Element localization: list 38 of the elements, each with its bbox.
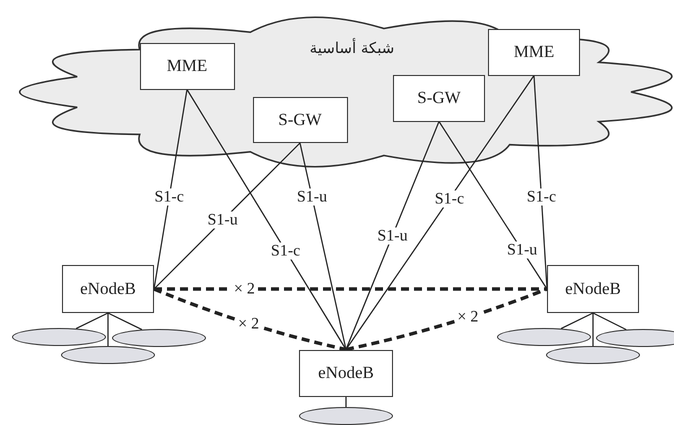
edge-label: S1-c xyxy=(152,188,186,206)
connector-line xyxy=(560,312,594,330)
connector-line xyxy=(592,312,626,330)
interface-line xyxy=(438,121,548,290)
connector-line xyxy=(76,312,108,330)
connector-line xyxy=(108,312,142,330)
cell-ellipse xyxy=(596,329,674,347)
edge-label: S1-u xyxy=(375,227,410,244)
edge-label: S1-u xyxy=(206,212,240,229)
connector-line xyxy=(107,313,109,346)
cell-ellipse xyxy=(497,328,591,346)
network-box: MME xyxy=(140,42,234,90)
network-box: eNodeB xyxy=(62,265,154,313)
edge-label: S1-u xyxy=(505,242,540,259)
interface-line xyxy=(153,89,188,290)
interface-line xyxy=(346,75,534,350)
network-box: S-GW xyxy=(252,97,348,143)
interface-line xyxy=(299,142,347,350)
network-box: eNodeB xyxy=(547,265,639,313)
connector-line xyxy=(592,313,594,346)
cell-ellipse xyxy=(112,329,206,347)
interface-line xyxy=(186,89,347,350)
network-box: MME xyxy=(488,28,580,76)
network-box: eNodeB xyxy=(299,350,393,396)
interface-line xyxy=(533,75,548,290)
cloud-label: شبكة أساسية xyxy=(310,39,394,57)
network-box: S-GW xyxy=(393,74,485,122)
connector-line xyxy=(345,396,347,407)
edge-label: S1-c xyxy=(268,242,302,260)
edge-label: S1-c xyxy=(524,188,558,206)
x2-link xyxy=(153,287,346,352)
interface-line xyxy=(345,121,440,350)
x2-link xyxy=(154,287,547,291)
cell-ellipse xyxy=(12,328,106,346)
edge-label: S1-c xyxy=(432,190,466,208)
x2-link xyxy=(346,287,548,352)
interface-line xyxy=(154,142,300,290)
edge-label: S1-u xyxy=(294,188,330,206)
